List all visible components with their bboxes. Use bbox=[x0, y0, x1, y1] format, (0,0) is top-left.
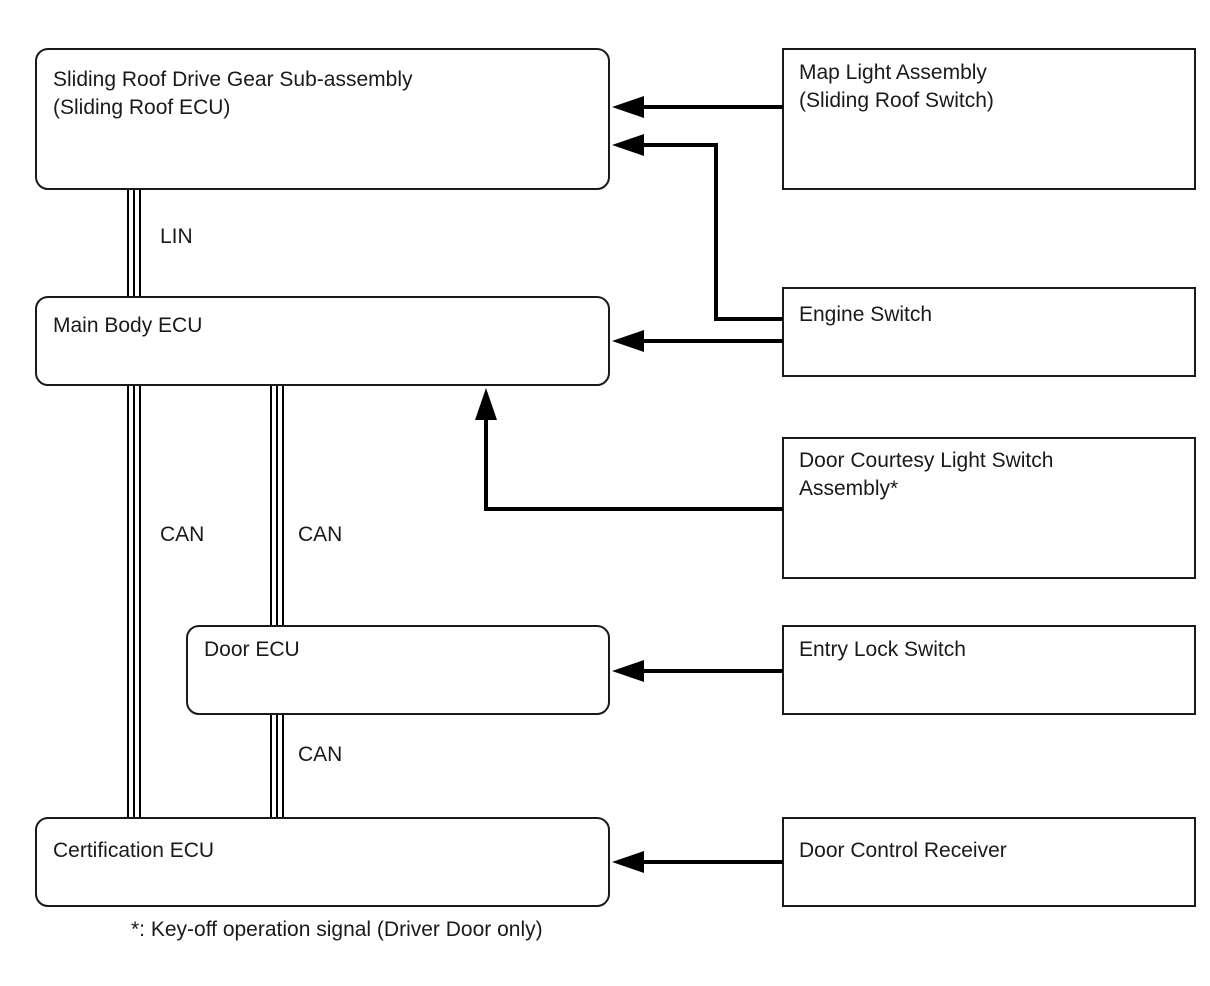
main-body-ecu-box bbox=[35, 296, 610, 386]
can-bus-left-lines bbox=[127, 386, 141, 817]
sliding-roof-ecu-label-line2: (Sliding Roof ECU) bbox=[53, 96, 230, 119]
door-control-receiver-to-certification-arrow bbox=[612, 851, 783, 873]
door-courtesy-to-main-body-arrow bbox=[475, 388, 783, 511]
sliding-roof-ecu-label-line1: Sliding Roof Drive Gear Sub-assembly bbox=[53, 68, 413, 91]
entry-lock-switch-label: Entry Lock Switch bbox=[799, 638, 966, 661]
lin-bus-label: LIN bbox=[160, 225, 193, 248]
engine-switch-to-sliding-roof-arrow bbox=[612, 134, 783, 321]
map-light-assembly-label-line2: (Sliding Roof Switch) bbox=[799, 89, 994, 112]
certification-ecu-label: Certification ECU bbox=[53, 839, 214, 862]
door-courtesy-light-switch-label-line2: Assembly* bbox=[799, 477, 898, 500]
engine-switch-label: Engine Switch bbox=[799, 303, 932, 326]
footnote: *: Key-off operation signal (Driver Door… bbox=[131, 918, 543, 941]
door-control-receiver-box bbox=[782, 817, 1196, 907]
can-bus-lower-lines bbox=[270, 715, 284, 817]
engine-switch-to-main-body-arrow bbox=[612, 330, 783, 352]
lin-bus-lines bbox=[127, 190, 141, 296]
door-control-receiver-label: Door Control Receiver bbox=[799, 839, 1007, 862]
engine-switch-box bbox=[782, 287, 1196, 377]
map-light-to-sliding-roof-arrow bbox=[612, 96, 783, 118]
can-bus-mid-lines bbox=[270, 386, 284, 625]
entry-lock-switch-box bbox=[782, 625, 1196, 715]
map-light-assembly-box bbox=[782, 48, 1196, 190]
sliding-roof-ecu-box bbox=[35, 48, 610, 190]
can-bus-mid-label: CAN bbox=[298, 523, 342, 546]
door-courtesy-light-switch-label-line1: Door Courtesy Light Switch bbox=[799, 449, 1053, 472]
can-bus-lower-label: CAN bbox=[298, 743, 342, 766]
map-light-assembly-label-line1: Map Light Assembly bbox=[799, 61, 987, 84]
door-ecu-label: Door ECU bbox=[204, 638, 300, 661]
door-ecu-box bbox=[186, 625, 610, 715]
certification-ecu-box bbox=[35, 817, 610, 907]
can-bus-left-label: CAN bbox=[160, 523, 204, 546]
entry-lock-to-door-ecu-arrow bbox=[612, 660, 783, 682]
main-body-ecu-label: Main Body ECU bbox=[53, 314, 202, 337]
